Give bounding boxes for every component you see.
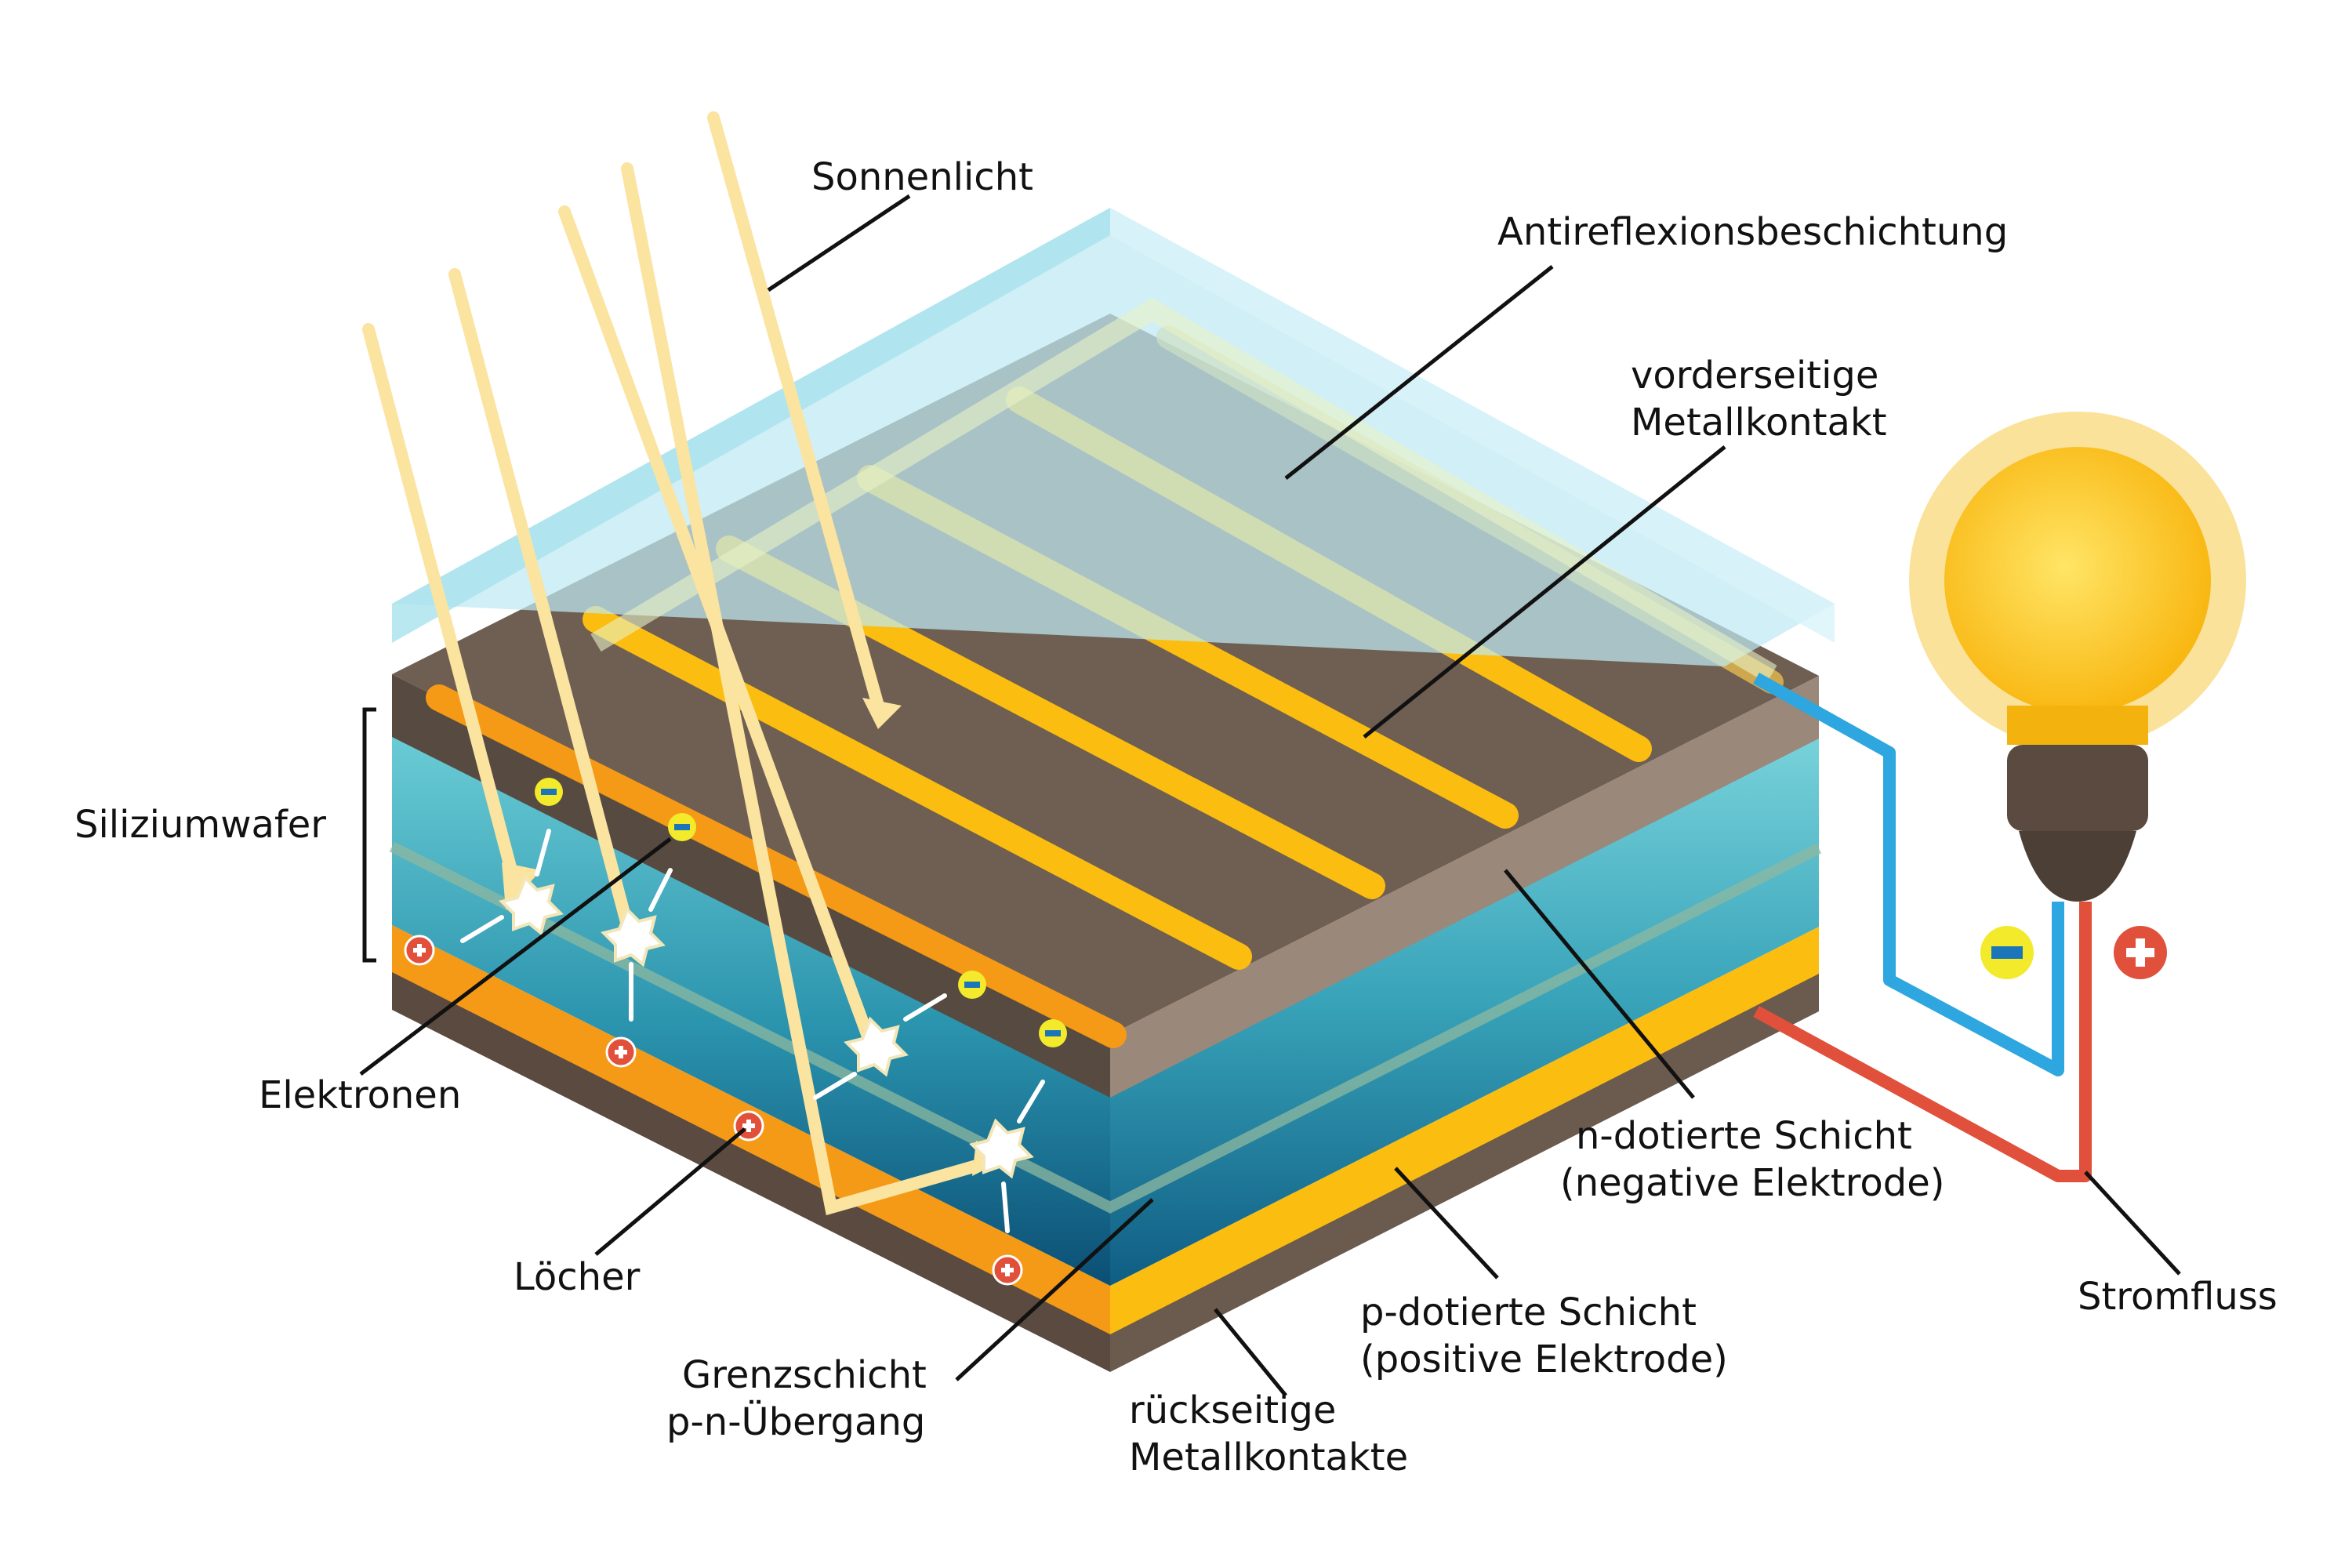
glass-left-edge [392,208,1110,643]
leader-lines [359,194,2181,1397]
label-n-layer-line1: n-dotierte Schicht [1576,1114,1912,1158]
label-front-contact-line1: vorderseitige [1631,354,1878,397]
label-p-layer-line2: (positive Elektrode) [1360,1338,1728,1381]
n-layer-left-face [392,674,1110,1098]
plus-badge-icon [2114,926,2167,979]
sun-rays [362,111,1002,1216]
p-orange-right [1110,927,1819,1334]
minus-badge-icon [535,778,563,806]
back-contact-left-face [392,971,1110,1372]
wire-negative [1753,673,2064,1076]
label-silicon-wafer: Siliziumwafer [74,803,326,847]
label-sunlight: Sonnenlicht [811,155,1033,199]
plus-badge-icon [992,1254,1023,1286]
label-antireflection: Antireflexionsbeschichtung [1497,210,2008,254]
glass-busbar-grid [590,297,1777,684]
label-back-contact-line1: rückseitige [1129,1388,1336,1432]
minus-badge-icon [1980,926,2034,979]
label-junction-line1: Grenzschicht [682,1353,927,1397]
label-electrons: Elektronen [259,1073,461,1117]
label-current: Stromfluss [2078,1275,2278,1319]
diagram-labels: Sonnenlicht Antireflexionsbeschichtung v… [74,155,2278,1479]
plus-badge-icon [605,1036,637,1068]
label-back-contact-line2: Metallkontakte [1129,1436,1408,1479]
minus-badge-icon [668,813,696,841]
label-junction-line2: p-n-Übergang [666,1400,925,1444]
minus-badge-icon [958,971,986,999]
photon-burst-icon [969,1118,1034,1179]
light-bulb-icon [1909,412,2246,902]
plus-badge-icon [404,935,435,966]
glass-top-face [392,208,1835,666]
label-n-layer-line2: (negative Elektrode) [1560,1161,1945,1205]
hole-markers [404,935,1023,1286]
photon-burst-icon [844,1016,909,1077]
charge-arrows [460,829,1045,1233]
photon-burst-icon [601,906,666,967]
label-p-layer-line1: p-dotierte Schicht [1360,1290,1697,1334]
glass-right-edge [1110,208,1835,643]
photon-burst-icon [499,875,564,936]
solar-cell-block [389,208,1835,1372]
electron-markers [535,778,1067,1047]
label-holes: Löcher [514,1255,641,1299]
back-contact-right-face [1110,972,1819,1372]
silicon-left-face [392,713,1110,1286]
photon-burst-icons [499,875,1034,1179]
wire-positive [1753,902,2092,1182]
label-front-contact-line2: Metallkontakt [1631,401,1887,445]
minus-badge-icon [1039,1019,1067,1047]
silicon-right-face [1110,715,1819,1286]
n-layer-right-face [1110,676,1819,1098]
